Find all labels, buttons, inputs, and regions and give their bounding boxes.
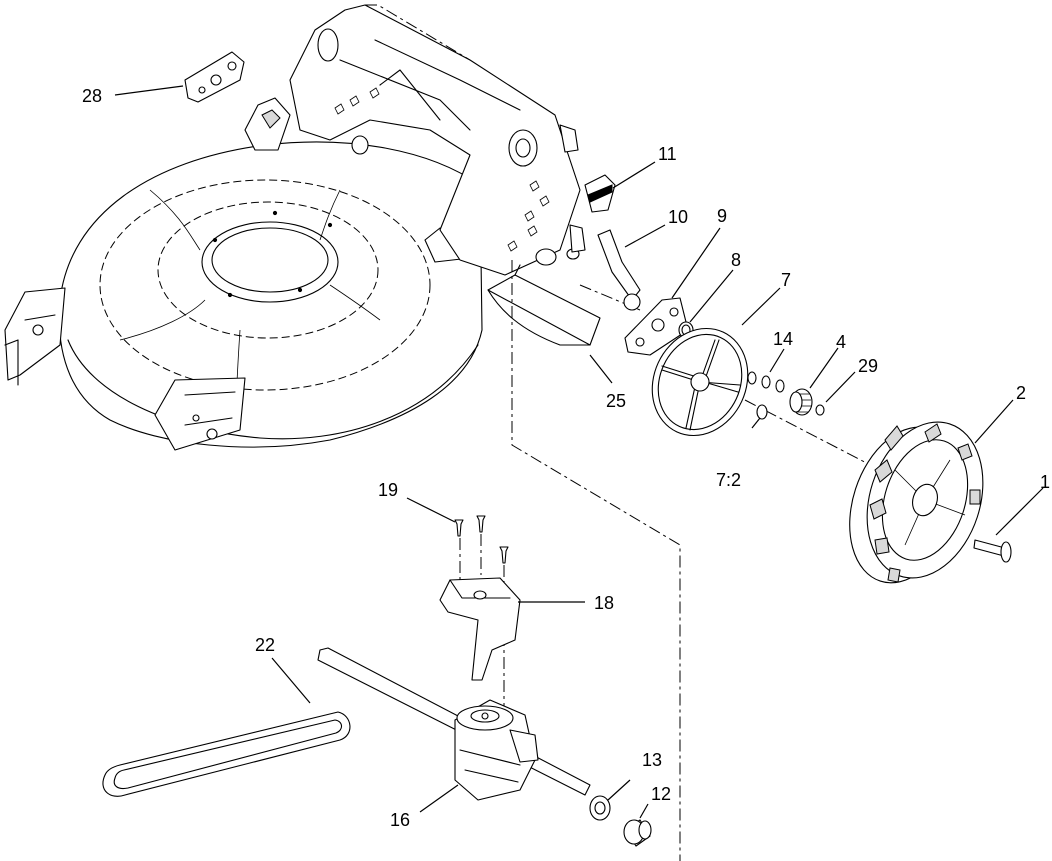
- rear-housing: [289, 4, 586, 276]
- callout-14: 14: [773, 329, 793, 349]
- part-2-wheel: [849, 421, 984, 584]
- part-29-clip: [815, 404, 825, 416]
- callout-9: 9: [717, 206, 727, 226]
- callout-10: 10: [668, 207, 688, 227]
- mower-deck: [4, 97, 483, 451]
- callout-16: 16: [390, 810, 410, 830]
- part-1-bolt: [973, 539, 1012, 563]
- part-28-bracket: [184, 51, 245, 103]
- callout-25: 25: [606, 391, 626, 411]
- leader-lines: [114, 85, 1044, 819]
- part-4-gear: [789, 388, 813, 416]
- callout-1: 1: [1040, 472, 1050, 492]
- callout-29: 29: [858, 356, 878, 376]
- callout-28: 28: [82, 86, 102, 106]
- part-12-pinion: [623, 819, 652, 847]
- callout-12: 12: [651, 784, 671, 804]
- part-10-lever: [597, 229, 641, 311]
- callout-11: 11: [658, 144, 677, 164]
- part-13-bushing: [589, 795, 611, 821]
- part-11-knob: [584, 174, 616, 213]
- part-25-baffle: [487, 264, 601, 346]
- callout-19: 19: [378, 480, 398, 500]
- callout-22: 22: [255, 635, 275, 655]
- part-14-washers: [747, 371, 785, 393]
- callout-7-2: 7:2: [716, 470, 741, 490]
- callout-2: 2: [1016, 383, 1026, 403]
- callout-8: 8: [731, 250, 741, 270]
- part-18-bracket: [439, 577, 521, 681]
- callout-13: 13: [642, 750, 662, 770]
- callout-7: 7: [781, 270, 791, 290]
- part-7-hubcap: [651, 327, 749, 437]
- callout-4: 4: [836, 332, 846, 352]
- part-7-2-washer: [756, 404, 768, 420]
- part-22-belt: [102, 711, 351, 797]
- part-16-transmission: [317, 647, 591, 801]
- callout-18: 18: [594, 593, 614, 613]
- callout-labels: 1 2 4 7 7:2 8 9 10 11 12 13 14 16 18 19 …: [82, 86, 1050, 830]
- assembly-line-1: [511, 260, 681, 861]
